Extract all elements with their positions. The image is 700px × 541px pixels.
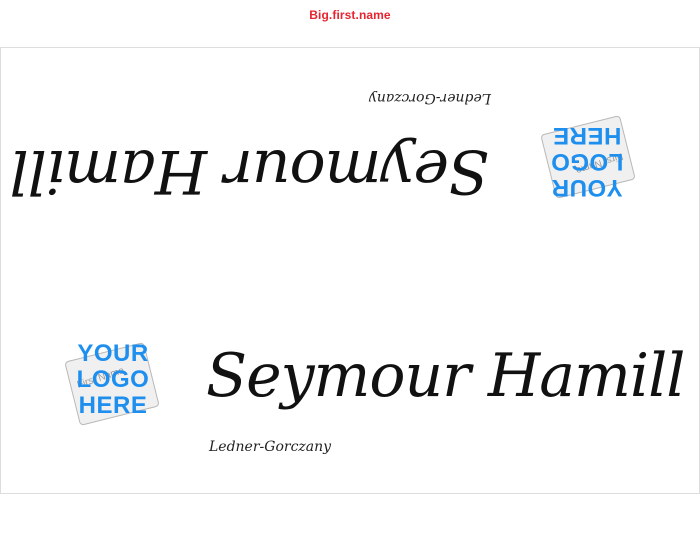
company-name-top: Ledner-Gorczany <box>368 90 491 106</box>
logo-placeholder-bottom: First Name YOUR LOGO HERE <box>63 341 163 429</box>
logo-text: YOUR LOGO HERE <box>63 341 163 419</box>
card-bottom-half: First Name YOUR LOGO HERE Seymour Hamill… <box>1 271 699 493</box>
card-top-half-flipped: First Name YOUR LOGO HERE Seymour Hamill… <box>1 48 699 270</box>
logo-text: YOUR LOGO HERE <box>537 122 637 201</box>
logo-line-1: YOUR <box>551 174 623 201</box>
logo-line-3: HERE <box>78 392 148 419</box>
guest-name-top: Seymour Hamill <box>10 136 489 206</box>
place-card: First Name YOUR LOGO HERE Seymour Hamill… <box>0 47 700 494</box>
guest-name-bottom: Seymour Hamill <box>206 341 685 411</box>
logo-line-2: LOGO <box>76 366 150 393</box>
company-name-bottom: Ledner-Gorczany <box>209 439 332 455</box>
logo-line-3: HERE <box>552 122 622 149</box>
logo-line-1: YOUR <box>77 340 149 367</box>
logo-line-2: LOGO <box>550 148 624 175</box>
brand-logo[interactable]: Big.first.name <box>309 8 391 22</box>
logo-placeholder-top: First Name YOUR LOGO HERE <box>537 112 637 201</box>
